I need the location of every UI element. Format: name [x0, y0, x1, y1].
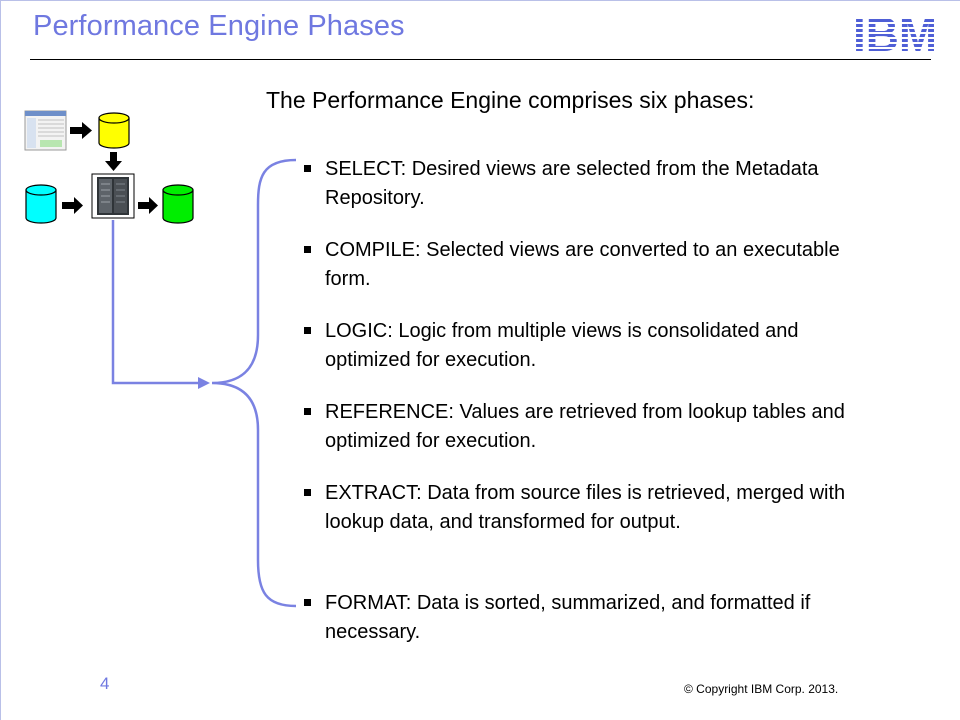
list-item: SELECT: Desired views are selected from …: [300, 155, 860, 213]
slide-frame-left: [0, 0, 1, 720]
bullet-icon: [304, 599, 311, 606]
ibm-logo: IBM: [853, 14, 937, 52]
arrow-down-icon: [105, 152, 122, 171]
yellow-database-icon: [98, 112, 130, 149]
screenshot-thumbnail-icon: [24, 110, 67, 151]
green-database-icon: [162, 184, 194, 224]
copyright-notice: © Copyright IBM Corp. 2013.: [684, 682, 839, 696]
list-item: COMPILE: Selected views are converted to…: [300, 236, 860, 294]
bullet-icon: [304, 408, 311, 415]
phase-text: EXTRACT: Data from source files is retri…: [325, 482, 846, 533]
title-divider: [30, 59, 931, 60]
intro-heading: The Performance Engine comprises six pha…: [266, 87, 755, 113]
arrow-right-icon: [138, 197, 158, 214]
page-title: Performance Engine Phases: [33, 10, 405, 42]
bullet-icon: [304, 489, 311, 496]
list-item: FORMAT: Data is sorted, summarized, and …: [300, 589, 860, 647]
arrow-right-icon: [62, 197, 83, 214]
cyan-database-icon: [25, 184, 57, 224]
list-item: LOGIC: Logic from multiple views is cons…: [300, 317, 860, 375]
connector-line: [111, 220, 210, 389]
bullet-icon: [304, 165, 311, 172]
page-number: 4: [100, 674, 110, 693]
phase-text: COMPILE: Selected views are converted to…: [325, 239, 840, 290]
list-item: EXTRACT: Data from source files is retri…: [300, 479, 860, 537]
phase-text: SELECT: Desired views are selected from …: [325, 158, 819, 209]
mainframe-server-icon: [91, 173, 135, 219]
slide-frame-top: [0, 0, 960, 1]
bullet-icon: [304, 246, 311, 253]
list-item: REFERENCE: Values are retrieved from loo…: [300, 398, 860, 456]
curly-brace: [211, 158, 297, 608]
phase-text: REFERENCE: Values are retrieved from loo…: [325, 401, 845, 452]
phase-text: FORMAT: Data is sorted, summarized, and …: [325, 592, 811, 643]
bullet-icon: [304, 327, 311, 334]
arrow-right-icon: [70, 122, 92, 139]
phase-text: LOGIC: Logic from multiple views is cons…: [325, 320, 799, 371]
